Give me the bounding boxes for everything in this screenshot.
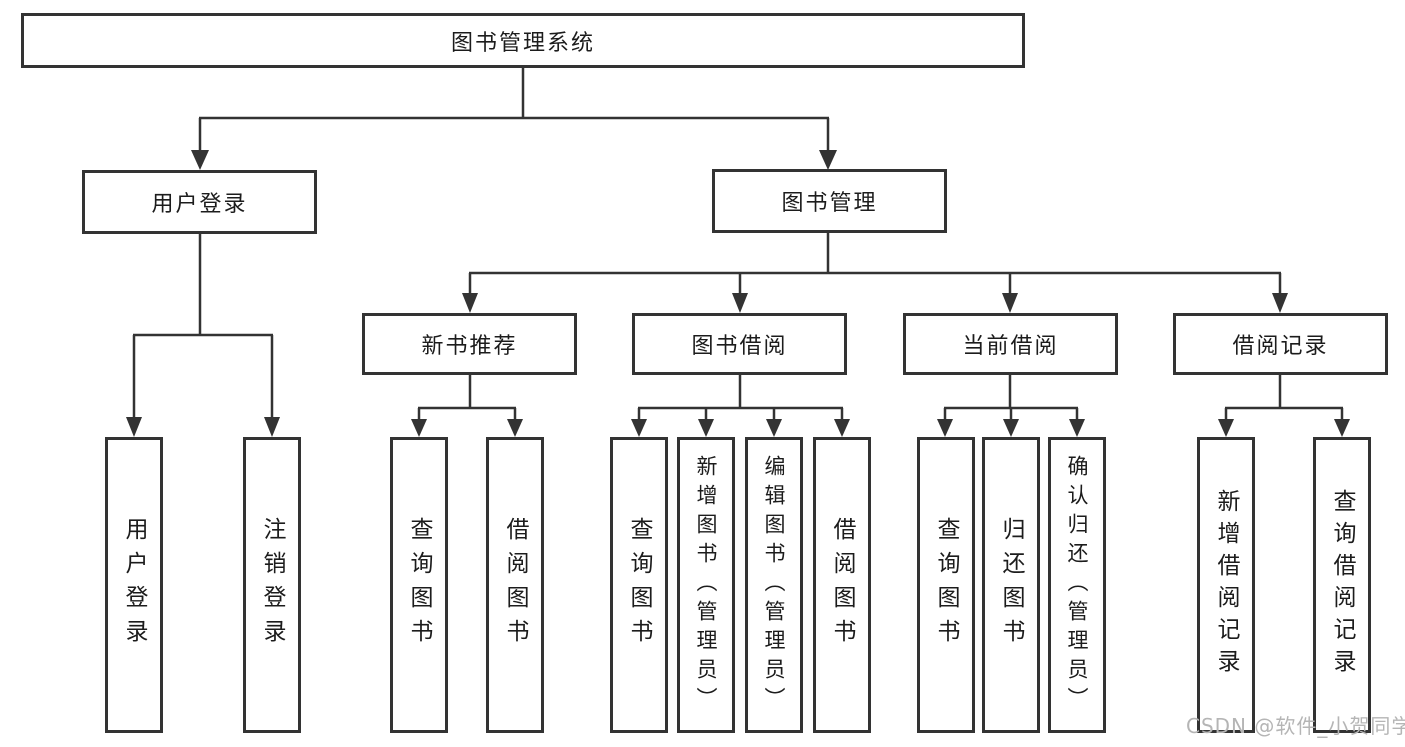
- node-current-borrowing: 当前借阅: [903, 313, 1118, 375]
- node-user-login: 用户登录: [82, 170, 317, 234]
- leaf-current-confirm-return-admin: 确认归还（管理员）: [1048, 437, 1106, 733]
- watermark: CSDN @软件_小贺同学: [1186, 714, 1405, 738]
- leaf-records-add-record: 新增借阅记录: [1197, 437, 1255, 733]
- node-new-book-recommendation: 新书推荐: [362, 313, 577, 375]
- leaf-borrowing-borrow-book: 借阅图书: [813, 437, 871, 733]
- node-borrowing-records: 借阅记录: [1173, 313, 1388, 375]
- node-library-management-system: 图书管理系统: [21, 13, 1025, 68]
- leaf-borrowing-edit-book-admin: 编辑图书（管理员）: [745, 437, 803, 733]
- leaf-logout: 注销登录: [243, 437, 301, 733]
- leaf-recommend-borrow-book: 借阅图书: [486, 437, 544, 733]
- leaf-current-return-book: 归还图书: [982, 437, 1040, 733]
- leaf-user-login: 用户登录: [105, 437, 163, 733]
- node-book-borrowing: 图书借阅: [632, 313, 847, 375]
- leaf-recommend-query-book: 查询图书: [390, 437, 448, 733]
- leaf-borrowing-query-book: 查询图书: [610, 437, 668, 733]
- leaf-borrowing-add-book-admin: 新增图书（管理员）: [677, 437, 735, 733]
- node-book-management: 图书管理: [712, 169, 947, 233]
- leaf-current-query-book: 查询图书: [917, 437, 975, 733]
- leaf-records-query-record: 查询借阅记录: [1313, 437, 1371, 733]
